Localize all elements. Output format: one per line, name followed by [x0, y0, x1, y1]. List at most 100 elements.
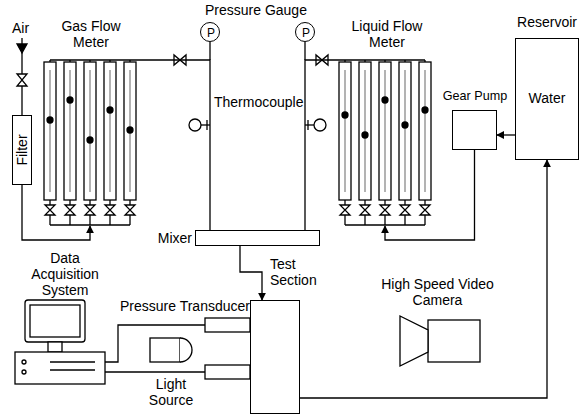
- node-title: Filter: [14, 134, 30, 165]
- drive-slot: [50, 361, 95, 362]
- pressure-transducer: [205, 365, 250, 379]
- high-speed-camera: High Speed Video Camera: [380, 276, 495, 368]
- pipe-connector: [300, 160, 547, 398]
- node-title: Reservoir: [515, 14, 579, 30]
- node-title: Liquid Flow Meter: [340, 18, 434, 50]
- gear-pump-outline: [452, 110, 497, 150]
- node-title: Data Acquisition System: [19, 250, 111, 298]
- tube-connector: [109, 200, 110, 205]
- reservoir: ReservoirWater: [512, 14, 581, 160]
- tube-connector: [129, 200, 130, 205]
- flow-meter-tube: [419, 62, 431, 200]
- float: [67, 97, 73, 103]
- pipe-connector: [385, 150, 475, 240]
- light-source: Light Source: [140, 376, 202, 412]
- float: [362, 132, 368, 138]
- flow-meter-tube: [399, 62, 411, 200]
- flow-meter-tube: [44, 62, 56, 200]
- mixer-outline: [195, 230, 320, 246]
- monitor-screen: [30, 305, 80, 337]
- tube-scale: [110, 70, 111, 192]
- button: [22, 360, 26, 364]
- flow-meter-tube: [339, 62, 351, 200]
- valve-symbol: [65, 205, 75, 215]
- tube-connector: [109, 215, 110, 225]
- flow-meter-tube: [379, 62, 391, 200]
- valve-symbol: [340, 205, 350, 215]
- air-arrow: [17, 44, 27, 53]
- node-title: P: [201, 24, 221, 42]
- tube-connector: [384, 215, 385, 225]
- tube-scale: [425, 70, 426, 192]
- float: [107, 107, 113, 113]
- node-title: Gear Pump: [440, 88, 510, 104]
- gear-pump: Gear Pump: [440, 88, 510, 150]
- tube-scale: [90, 70, 91, 192]
- tube-connector: [69, 215, 70, 225]
- float: [382, 97, 388, 103]
- node-title: P: [296, 24, 316, 42]
- lamp-body: [150, 338, 180, 362]
- valve-symbol: [380, 205, 390, 215]
- tube-connector: [424, 200, 425, 205]
- monitor: [25, 300, 85, 342]
- pipe-connector: [240, 246, 262, 300]
- flow-meter-tube: [104, 62, 116, 200]
- tube-connector: [344, 200, 345, 205]
- tube-connector: [404, 215, 405, 225]
- node-title: Test Section: [270, 256, 332, 288]
- tube-connector: [344, 215, 345, 225]
- tube-connector: [424, 215, 425, 225]
- valve-symbol: [85, 205, 95, 215]
- data-acquisition-system: Data Acquisition System: [15, 250, 115, 385]
- node-title: Mixer: [150, 230, 192, 246]
- tube-scale: [345, 70, 346, 192]
- thermocouple-symbol: [314, 119, 326, 131]
- tube-connector: [89, 215, 90, 225]
- pipe-connector: [305, 60, 339, 230]
- liquid-flow-meter: Liquid Flow Meter: [338, 18, 438, 228]
- lamp-lens: [180, 338, 192, 362]
- pipe-connector: [142, 60, 210, 230]
- valve-symbol: [420, 205, 430, 215]
- camera-lens: [400, 316, 428, 366]
- test-section: Test Section: [250, 256, 335, 414]
- float: [127, 127, 133, 133]
- gas-manifold: [50, 59, 142, 60]
- thermocouple-stub: [201, 124, 210, 125]
- tube-connector: [364, 200, 365, 205]
- flow-meter-tube: [84, 62, 96, 200]
- tube-scale: [50, 70, 51, 192]
- part-label: Thermocouple: [214, 94, 304, 110]
- monitor-stand: [48, 342, 62, 352]
- gauge-stem: [304, 42, 305, 60]
- drive-slot: [50, 369, 95, 370]
- pressure-gauge: P: [295, 22, 315, 42]
- valve-symbol: [17, 74, 27, 86]
- part-label: Pressure Transducer: [120, 298, 248, 314]
- pressure-gauge: P: [200, 22, 220, 42]
- node-text: Water: [515, 90, 579, 106]
- valve-symbol: [360, 205, 370, 215]
- thermocouple-stub: [305, 124, 314, 125]
- gas-flow-meter-outline: [44, 60, 142, 226]
- tube-connector: [364, 215, 365, 225]
- mixer: Mixer: [150, 230, 322, 246]
- node-title: Light Source: [140, 376, 202, 408]
- node-title: Gas Flow Meter: [46, 18, 136, 50]
- tube-connector: [49, 200, 50, 205]
- valve-symbol: [125, 205, 135, 215]
- computer-base: [15, 352, 105, 384]
- valve-symbol: [105, 205, 115, 215]
- tube-connector: [404, 200, 405, 205]
- float: [402, 122, 408, 128]
- pressure-transducer: [205, 318, 250, 332]
- test-section-outline: [250, 300, 300, 414]
- thermocouple-symbol: [189, 119, 201, 131]
- flow-meter-tube: [64, 62, 76, 200]
- filter-box: Filter: [12, 115, 32, 185]
- tube-connector: [69, 200, 70, 205]
- valve-symbol: [45, 205, 55, 215]
- thermocouple-stub: [307, 120, 308, 130]
